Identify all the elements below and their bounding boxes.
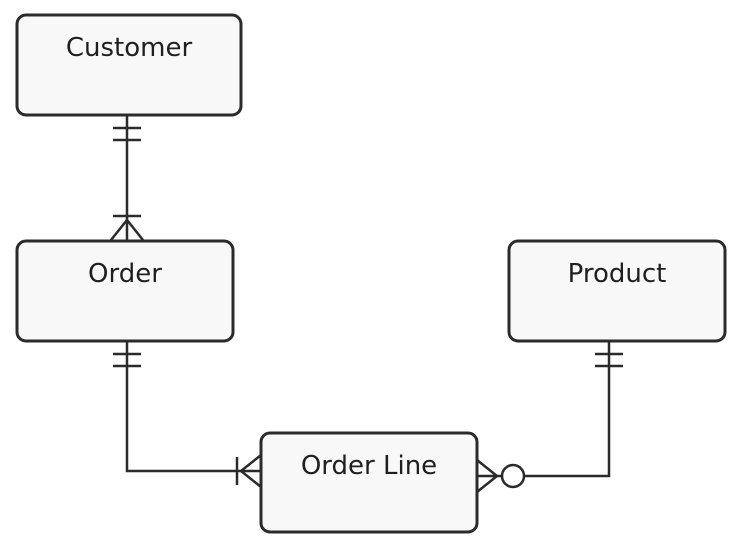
entity-order[interactable]: Order [15,239,235,343]
relationship-product-order-line [476,341,623,493]
cardinality-one-only-marker [113,126,141,142]
cardinality-zero-or-many-marker [476,459,526,493]
relationship-customer-order [110,115,144,241]
entity-label-order-line: Order Line [301,451,437,481]
entity-product[interactable]: Product [507,239,727,343]
cardinality-one-only-marker [595,352,623,368]
edge-order-order-line [125,341,261,473]
cardinality-one-or-many-marker [235,454,262,488]
entity-label-product: Product [568,259,667,289]
entity-label-customer: Customer [66,33,193,63]
entity-label-order: Order [88,259,162,289]
cardinality-one-or-many-marker [110,214,144,241]
edge-product-order-line [477,341,611,478]
relationship-order-order-line [113,341,262,488]
entity-order-line[interactable]: Order Line [259,431,479,534]
entity-customer[interactable]: Customer [15,13,243,117]
cardinality-one-only-marker [113,352,141,368]
